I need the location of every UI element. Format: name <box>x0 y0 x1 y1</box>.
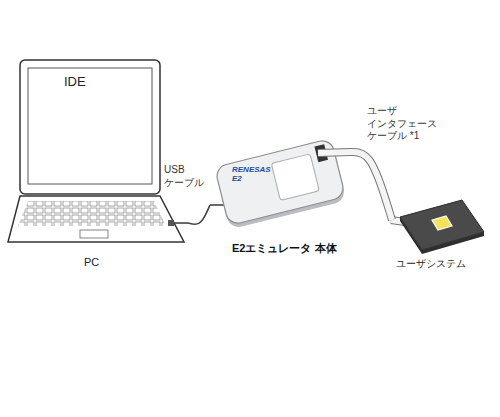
device-name: ユーザシステム <box>396 258 466 270</box>
usb-cable-stub <box>172 222 188 224</box>
laptop-screen <box>28 68 152 184</box>
ribbon-stub <box>318 152 351 153</box>
circuit-board <box>400 200 484 250</box>
keyboard-keys <box>18 201 166 226</box>
device-name: PC <box>84 256 99 269</box>
usb-cable <box>188 205 210 224</box>
board-drawing <box>391 200 484 254</box>
pc-node: IDE PC <box>4 56 188 278</box>
emulator-drawing <box>210 138 351 229</box>
cable-label: USB ケーブル <box>163 163 211 190</box>
ribbon-outline <box>350 152 392 220</box>
chip <box>432 216 452 230</box>
user-system-node: ユーザシステム <box>392 192 488 277</box>
brand-mark: RENESAS E2 <box>232 166 274 184</box>
laptop-drawing <box>8 60 188 242</box>
ribbon-stub-outline <box>318 152 351 153</box>
laptop-base <box>8 196 184 242</box>
emulator-node: RENESAS E2 E2エミュレータ 本体 <box>210 132 350 262</box>
usb-plug <box>168 220 174 226</box>
cable-label: ユーザ インタフェース ケーブル *1 <box>366 104 446 144</box>
ribbon-cable <box>350 152 392 220</box>
screen-label: IDE <box>64 74 86 90</box>
device-name: E2エミュレータ 本体 <box>232 242 337 255</box>
touchpad <box>80 230 108 238</box>
emulator-window <box>271 154 319 201</box>
laptop-lid <box>20 60 160 194</box>
